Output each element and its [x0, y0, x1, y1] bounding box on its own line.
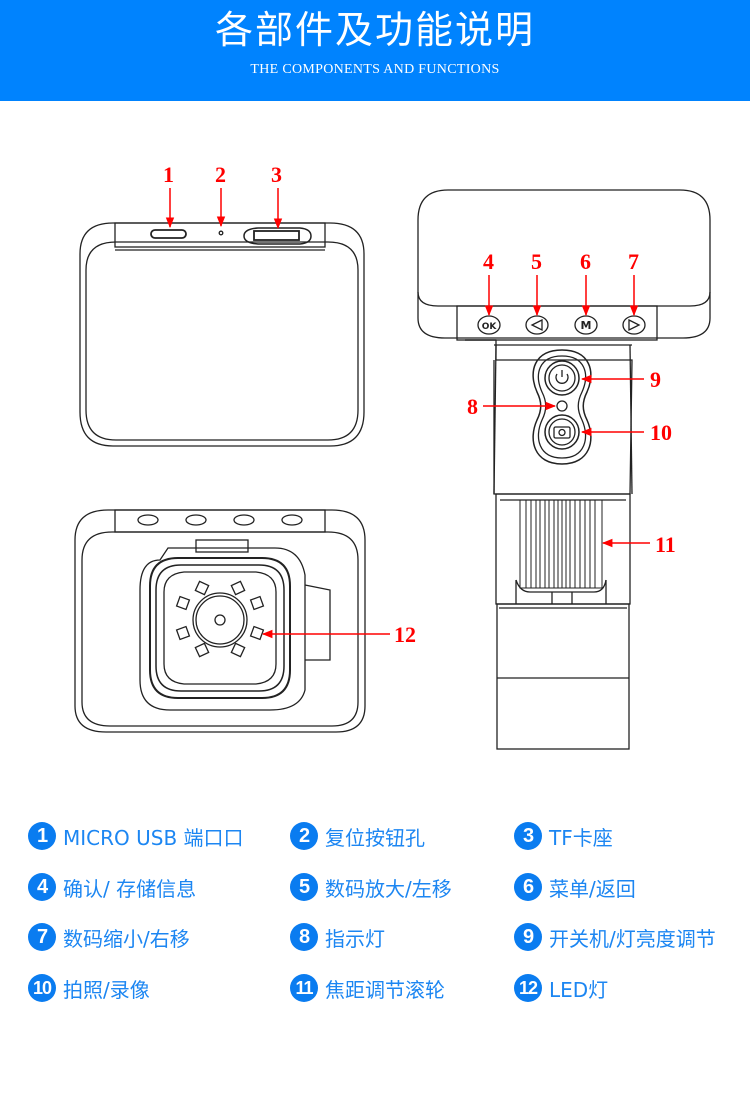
callout-12: 12: [394, 622, 416, 647]
bottom-view-inner-body: [81, 531, 359, 727]
led: [230, 642, 246, 658]
legend-label: 指示灯: [325, 926, 385, 951]
legend-badge: 6: [514, 873, 542, 901]
led: [175, 625, 191, 641]
capture-button: [544, 414, 580, 450]
ok-glyph: OK: [482, 322, 498, 332]
bottom-view-outer-body: [74, 509, 366, 733]
legend-item-1: 1 MICRO USB 端口口: [28, 820, 244, 852]
legend-label: 确认/ 存储信息: [63, 876, 197, 901]
legend-item-3: 3 TF卡座: [514, 820, 613, 852]
page-subtitle: THE COMPONENTS AND FUNCTIONS: [250, 62, 500, 77]
legend-label: 焦距调节滚轮: [325, 977, 445, 1002]
reset-hole: [218, 230, 224, 236]
led: [194, 642, 210, 658]
callout-3: 3: [271, 162, 282, 187]
bottom-view: [74, 509, 366, 733]
legend-badge: 12: [514, 974, 542, 1002]
handle-body: [465, 339, 633, 495]
lens-surround: [139, 547, 306, 711]
legend-badge: 2: [290, 822, 318, 850]
button-pod: [532, 349, 592, 465]
handle-base: [496, 603, 630, 750]
legend-badge: 11: [290, 974, 318, 1002]
legend-label: 数码缩小/右移: [63, 926, 190, 951]
side-view-screen-ledge: [417, 292, 711, 339]
lens-center: [214, 614, 226, 626]
callout-8: 8: [467, 394, 478, 419]
legend-badge: 7: [28, 923, 56, 951]
lens: [192, 592, 248, 648]
side-view: OK M: [417, 189, 711, 750]
legend-item-7: 7 数码缩小/右移: [28, 921, 190, 953]
legend-item-12: 12 LED灯: [514, 972, 608, 1004]
side-view-screen-top: [417, 189, 711, 307]
indicator-light: [556, 400, 568, 412]
power-glyph: [555, 370, 569, 384]
header-banner: 各部件及功能说明 THE COMPONENTS AND FUNCTIONS: [0, 0, 750, 101]
legend-label: MICRO USB 端口口: [63, 825, 244, 850]
legend-item-5: 5 数码放大/左移: [290, 871, 452, 903]
components-diagram: 1 2 3 OK M: [74, 162, 711, 750]
focus-wheel: [519, 499, 603, 589]
usb-port: [150, 229, 187, 239]
led: [249, 625, 265, 641]
side-view-callouts: 4 5 6 7 9 8 10 11: [467, 249, 676, 557]
tf-card-slot: [243, 227, 312, 245]
callout-7: 7: [628, 249, 639, 274]
led: [249, 595, 265, 611]
legend-label: 拍照/录像: [63, 977, 150, 1002]
legend-badge: 1: [28, 822, 56, 850]
legend-item-9: 9 开关机/灯亮度调节: [514, 921, 716, 953]
side-view-button-strip: [456, 305, 658, 341]
legend-badge: 3: [514, 822, 542, 850]
legend-badge: 8: [290, 923, 318, 951]
led: [175, 595, 191, 611]
legend-badge: 9: [514, 923, 542, 951]
callout-1: 1: [163, 162, 174, 187]
legend-item-11: 11 焦距调节滚轮: [290, 972, 445, 1004]
legend-label: 开关机/灯亮度调节: [549, 926, 716, 951]
top-view-callouts: 1 2 3: [163, 162, 283, 230]
bottom-view-callouts: 12: [261, 622, 416, 647]
legend-badge: 4: [28, 873, 56, 901]
legend-item-6: 6 菜单/返回: [514, 871, 636, 903]
legend-item-4: 4 确认/ 存储信息: [28, 871, 196, 903]
callout-11: 11: [655, 532, 676, 557]
legend-item-8: 8 指示灯: [290, 921, 385, 953]
camera-glyph: [553, 426, 571, 439]
legend-label: 复位按钮孔: [325, 825, 425, 850]
bottom-view-button-strip: [114, 509, 326, 533]
callout-2: 2: [215, 162, 226, 187]
top-view-inner-body: [85, 241, 359, 441]
legend-item-10: 10 拍照/录像: [28, 972, 150, 1004]
callout-6: 6: [580, 249, 591, 274]
top-view: [79, 222, 365, 447]
top-view-outer-body: [79, 222, 365, 447]
legend-badge: 10: [28, 974, 56, 1002]
led: [194, 580, 210, 596]
legend-label: LED灯: [549, 977, 609, 1002]
power-button: [544, 360, 580, 396]
callout-9: 9: [650, 367, 661, 392]
side-right-button: [622, 315, 646, 335]
callout-10: 10: [650, 420, 672, 445]
side-left-button: [525, 315, 549, 335]
legend-badge: 5: [290, 873, 318, 901]
legend-item-2: 2 复位按钮孔: [290, 820, 425, 852]
legend-label: 菜单/返回: [549, 876, 636, 901]
legend-label: TF卡座: [549, 825, 613, 850]
callout-5: 5: [531, 249, 542, 274]
legend-label: 数码放大/左移: [325, 876, 452, 901]
callout-4: 4: [483, 249, 494, 274]
led-ring: [175, 580, 265, 658]
page-title: 各部件及功能说明: [214, 8, 535, 52]
led: [230, 580, 246, 596]
menu-glyph: M: [581, 319, 592, 332]
